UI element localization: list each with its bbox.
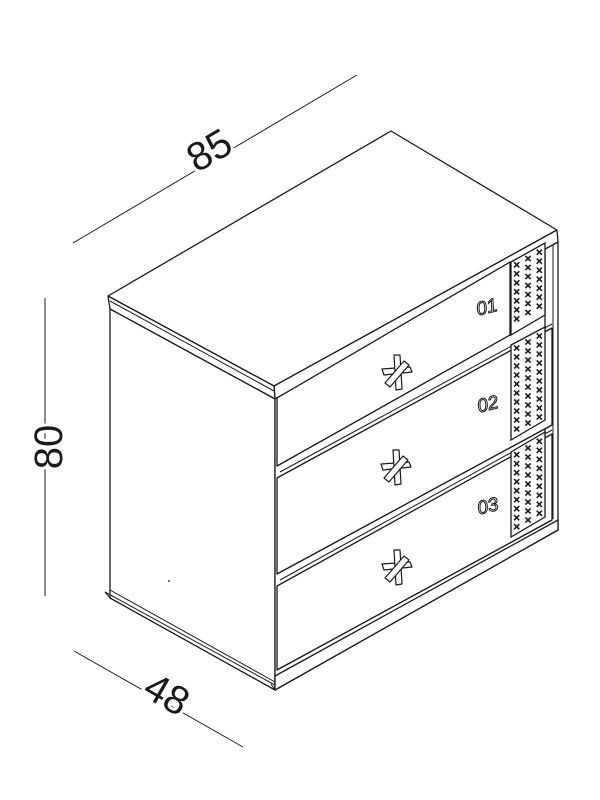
mesh-weave [524, 273, 532, 280]
mesh-weave [524, 264, 532, 271]
mesh-weave [536, 483, 543, 490]
mesh-weave [524, 507, 532, 515]
mesh-weave [513, 514, 520, 521]
mesh-weave [513, 315, 520, 322]
mesh-weave [513, 398, 520, 406]
mesh-weave [513, 460, 520, 467]
mesh-weave [536, 501, 543, 508]
mesh-weave [513, 469, 520, 476]
mesh-weave [536, 395, 543, 403]
drawer-handle[interactable] [380, 449, 412, 486]
mesh-weave [524, 471, 532, 479]
mesh-weave [524, 291, 532, 298]
mesh-weave [524, 498, 532, 506]
mesh-weave [536, 465, 543, 472]
mesh-weave [513, 371, 520, 379]
mesh-weave [536, 285, 543, 292]
mesh-weave [536, 350, 543, 358]
mesh-weave [524, 300, 532, 307]
mesh-weave [524, 453, 532, 461]
mesh-weave [513, 380, 520, 388]
mesh-weave [524, 282, 532, 289]
height-dimension-label: 80 [27, 425, 71, 470]
mesh-weave [524, 480, 532, 488]
mesh-weave [524, 392, 532, 400]
mesh-weave [524, 383, 532, 391]
mesh-weave [513, 425, 520, 433]
mesh-weave [513, 362, 520, 370]
mesh-weave [513, 261, 520, 268]
mesh-weave [524, 365, 532, 373]
mesh-weave [513, 451, 520, 458]
mesh-weave [513, 353, 520, 361]
mesh-weave [513, 407, 520, 415]
mesh-weave [524, 489, 532, 497]
depth-dimension: 48 [73, 650, 244, 748]
drawer-3[interactable]: 03 [276, 433, 553, 671]
mesh-weave [524, 356, 532, 364]
mesh-weave [513, 478, 520, 485]
mesh-weave [513, 288, 520, 295]
mesh-weave [536, 377, 543, 385]
mesh-weave [513, 344, 520, 352]
mesh-weave [524, 374, 532, 382]
mesh-weave [524, 462, 532, 470]
mesh-weave [513, 306, 520, 313]
mesh-weave [524, 419, 532, 427]
mesh-weave [536, 386, 543, 394]
mesh-weave [524, 401, 532, 409]
mesh-weave [536, 456, 543, 463]
mesh-weave [536, 267, 543, 274]
mesh-panels [510, 241, 546, 539]
mesh-weave [536, 368, 543, 376]
width-dimension-label: 85 [179, 121, 240, 181]
mesh-weave [536, 492, 543, 499]
mesh-weave [536, 404, 543, 412]
mesh-weave [513, 523, 520, 530]
mesh-weave [524, 309, 532, 316]
mesh-weave [536, 294, 543, 301]
base-trim [274, 519, 559, 691]
mesh-weave [536, 474, 543, 481]
mesh-weave [513, 487, 520, 494]
mesh-weave [536, 276, 543, 283]
mesh-weave [524, 444, 532, 452]
mesh-weave [513, 416, 520, 424]
mesh-weave [536, 359, 543, 367]
mesh-weave [513, 279, 520, 286]
mesh-weave [513, 270, 520, 277]
mesh-weave [536, 258, 543, 265]
mesh-weave [513, 297, 520, 304]
height-dimension: 80 [24, 298, 74, 596]
mesh-weave [536, 341, 543, 349]
drawer-handle[interactable] [381, 549, 413, 586]
mesh-weave [536, 438, 543, 445]
mesh-weave [513, 496, 520, 503]
mesh-weave [524, 338, 532, 346]
drawer-handle[interactable] [381, 354, 413, 391]
mesh-weave [536, 303, 543, 310]
mesh-weave [513, 505, 520, 512]
mesh-weave [524, 516, 532, 524]
mesh-weave [524, 255, 532, 262]
mesh-weave [536, 413, 543, 421]
drawer-2[interactable]: 02 [276, 327, 553, 581]
mesh-weave [536, 249, 543, 256]
mesh-weave [536, 332, 543, 340]
mesh-weave [513, 389, 520, 397]
mesh-weave [524, 347, 532, 355]
mesh-weave [536, 447, 543, 454]
mesh-weave [524, 410, 532, 418]
mesh-weave [536, 510, 543, 517]
